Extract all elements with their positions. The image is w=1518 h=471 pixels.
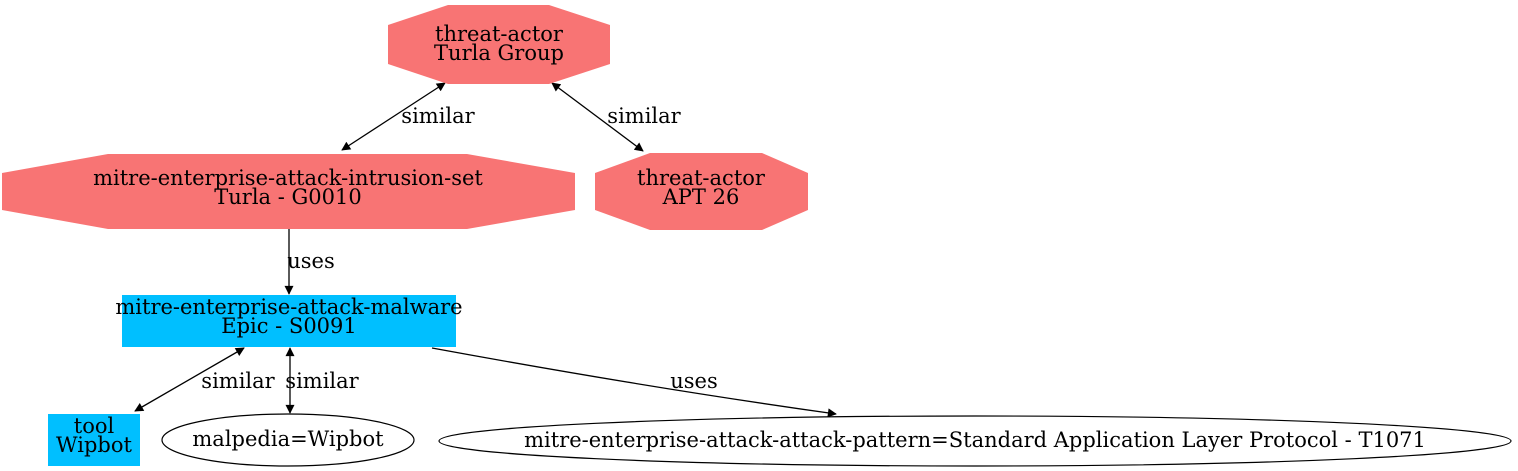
edge-label: similar — [607, 104, 681, 128]
edge-similar-turla-group-g0010: similar — [341, 82, 476, 151]
edge-label: similar — [201, 369, 275, 393]
edge-line — [551, 82, 644, 152]
edge-line — [341, 82, 446, 151]
node-label-line1: threat-actor — [435, 22, 564, 46]
node-label-line1: tool — [74, 414, 115, 438]
edge-uses-g0010-s0091: uses — [284, 229, 335, 295]
box-shape — [48, 414, 140, 466]
edge-uses-s0091-t1071: uses — [431, 347, 837, 418]
node-label-line2: Wipbot — [56, 433, 132, 457]
edge-label: uses — [287, 249, 335, 273]
node-label-line1: mitre-enterprise-attack-malware — [115, 295, 462, 319]
node-label-line1: threat-actor — [637, 166, 766, 190]
box-shape — [122, 295, 456, 347]
node-threat-actor-turla-group[interactable]: threat-actor Turla Group — [388, 5, 610, 84]
node-threat-actor-apt26[interactable]: threat-actor APT 26 — [595, 153, 808, 230]
edge-similar-s0091-malpedia: similar — [285, 347, 360, 414]
node-tool-wipbot[interactable]: tool Wipbot — [48, 414, 140, 466]
node-label: mitre-enterprise-attack-attack-pattern=S… — [524, 428, 1426, 452]
node-label-line2: APT 26 — [662, 185, 740, 209]
node-label-line2: Turla Group — [434, 41, 564, 65]
node-attack-pattern-t1071[interactable]: mitre-enterprise-attack-attack-pattern=S… — [438, 415, 1512, 467]
edge-similar-s0091-tool-wipbot: similar — [134, 347, 276, 412]
edge-similar-turla-group-apt26: similar — [551, 82, 682, 152]
octagon-shape — [595, 153, 808, 230]
node-label-line2: Epic - S0091 — [221, 314, 357, 338]
node-label: malpedia=Wipbot — [192, 427, 384, 451]
node-intrusion-set-turla-g0010[interactable]: mitre-enterprise-attack-intrusion-set Tu… — [2, 154, 575, 229]
edge-line — [134, 347, 245, 412]
edge-label: uses — [670, 369, 718, 393]
ellipse-shape — [438, 415, 1512, 467]
octagon-shape — [2, 154, 575, 229]
node-malware-epic-s0091[interactable]: mitre-enterprise-attack-malware Epic - S… — [115, 295, 463, 347]
edge-label: similar — [401, 104, 475, 128]
ellipse-shape — [161, 413, 415, 467]
node-label-line2: Turla - G0010 — [214, 185, 361, 209]
edge-line — [431, 347, 837, 418]
node-label-line1: mitre-enterprise-attack-intrusion-set — [93, 166, 483, 190]
node-malpedia-wipbot[interactable]: malpedia=Wipbot — [161, 413, 415, 467]
octagon-shape — [388, 5, 610, 84]
edge-label: similar — [285, 369, 359, 393]
